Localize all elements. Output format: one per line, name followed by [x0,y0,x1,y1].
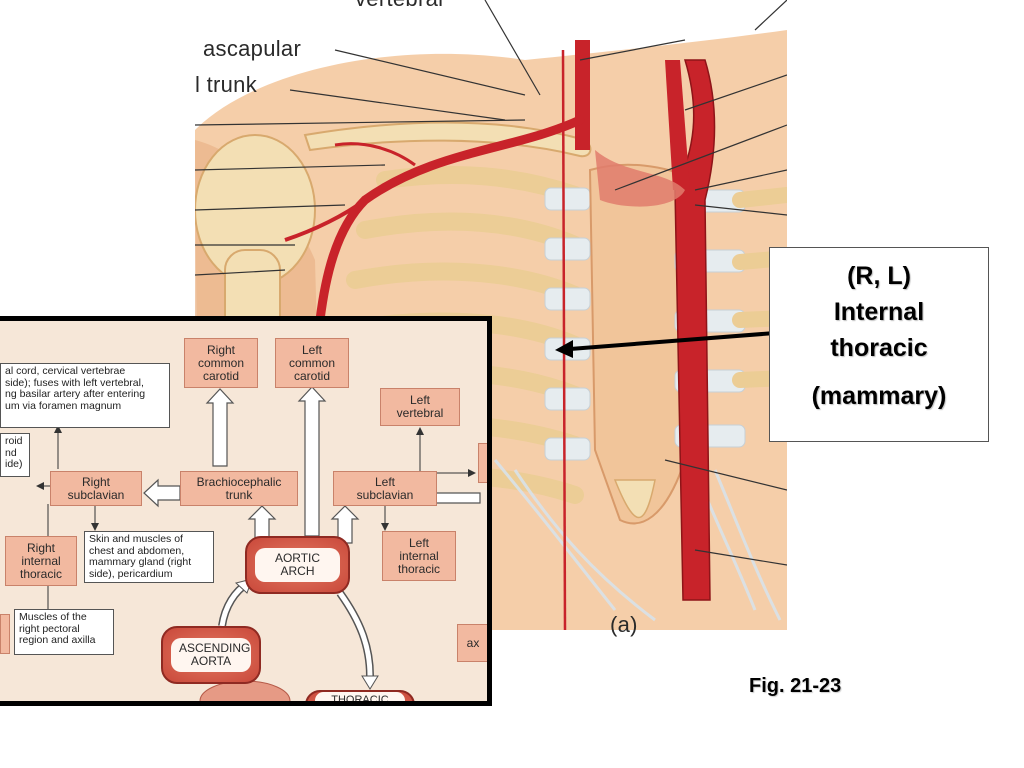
internal-thoracic-artery [561,49,567,630]
box-left-subclavian: Left subclavian [333,471,437,506]
box-right-common-carotid: Right common carotid [184,338,258,388]
axillary-branch [284,198,367,242]
cartilage-left [544,187,591,461]
heart-fragment [199,680,291,701]
box-right-subclavian: Right subclavian [50,471,142,506]
flowchart-arrows [36,386,481,701]
fragment-label-ascapular: ascapular [203,36,302,61]
leader-lines [195,0,787,566]
thyroid-description-note: roid nd ide) [0,433,30,477]
pill-ascending-aorta-label: ASCENDING AORTA [171,638,251,672]
box-right-internal-thoracic: Right internal thoracic [5,536,77,586]
pill-ascending-aorta: ASCENDING AORTA [161,626,261,684]
box-left-common-carotid: Left common carotid [275,338,349,388]
callout-arrow-line [569,331,776,351]
thoracoacromial-branch [334,142,416,167]
callout-line-thoracic: thoracic [830,334,928,362]
pill-thoracic-label: THORACIC [315,692,405,701]
vessel-up-right [665,60,690,190]
box-left-pectoral-fragment [0,614,10,654]
internal-thoracic-callout: (R, L) Internal thoracic (mammary) [769,247,989,442]
callout-line-sides: (R, L) [847,262,911,290]
figure-caption: Fig. 21-23 [749,675,842,697]
fragment-label-a: (a) [610,612,638,637]
box-brachiocephalic-trunk: Brachiocephalic trunk [180,471,298,506]
pill-thoracic: THORACIC [305,690,415,701]
aortic-arch [595,150,685,207]
callout-arrow-head [555,340,573,358]
box-right-edge-fragment [478,443,487,483]
box-axillary-fragment: ax [457,624,487,662]
pill-aortic-arch-label: AORTIC ARCH [255,548,340,582]
hollow-arrows [143,386,481,544]
xiphoid [613,479,656,518]
arterial-flowchart-inset: al cord, cervical vertebrae side); fuses… [0,316,492,706]
box-left-internal-thoracic: Left internal thoracic [382,531,456,581]
clavicle [303,121,592,158]
arch-to-thoracic-arrow [336,590,374,677]
fragment-label-vertebral: vertebral [355,0,443,12]
fragment-label-trunk: l trunk [195,72,258,97]
common-carotid [575,40,590,150]
pill-aortic-arch: AORTIC ARCH [245,536,350,594]
vertebral-description-note: al cord, cervical vertebrae side); fuses… [0,363,170,428]
subclavian-artery [315,115,585,325]
callout-line-mammary: (mammary) [811,382,947,410]
callout-line-internal: Internal [833,298,925,326]
pectoral-muscles-note: Muscles of the right pectoral region and… [14,609,114,655]
skin-muscles-note: Skin and muscles of chest and abdomen, m… [84,531,214,583]
box-left-vertebral: Left vertebral [380,388,460,426]
